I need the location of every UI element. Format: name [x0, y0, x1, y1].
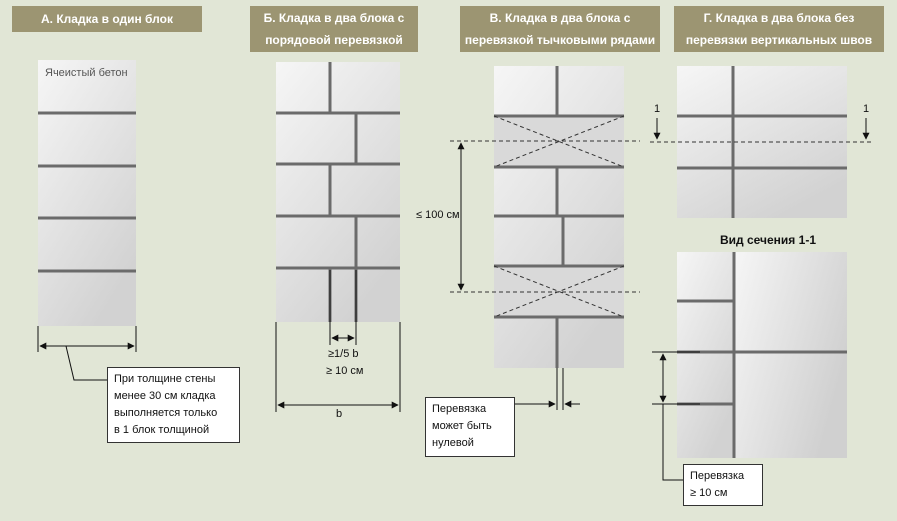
header-c: В. Кладка в два блока с перевязкой тычко…: [460, 6, 660, 52]
dim-100cm-label: ≤ 100 см: [416, 209, 460, 221]
dimension-c: [457, 142, 580, 410]
dimension-a: [37, 326, 137, 381]
dimension-b: [275, 270, 401, 412]
section-marks: [653, 118, 870, 140]
header-d-line2: перевязки вертикальных швов: [685, 33, 873, 47]
note-a: При толщине стены менее 30 см кладка вып…: [107, 367, 240, 443]
material-label: Ячеистый бетон: [45, 67, 128, 79]
dim-fifth-label: ≥1/5 b: [328, 348, 359, 360]
header-c-line1: В. Кладка в два блока с: [489, 11, 631, 25]
wall-d-upper: [650, 66, 872, 218]
header-b-line1: Б. Кладка в два блока с: [263, 11, 405, 25]
wall-c: [450, 66, 640, 368]
note-c-line: может быть: [432, 420, 492, 432]
wall-d-section: [677, 252, 847, 458]
dim-10cm-label: ≥ 10 см: [326, 365, 364, 377]
header-a: А. Кладка в один блок: [12, 6, 202, 32]
wall-b: [276, 62, 400, 322]
dim-b-label: b: [336, 408, 343, 420]
wall-a: [38, 60, 136, 326]
header-b-line2: порядовой перевязкой: [265, 33, 403, 47]
header-d: Г. Кладка в два блока без перевязки верт…: [674, 6, 884, 52]
section-title: Вид сечения 1-1: [720, 233, 816, 247]
header-d-line1: Г. Кладка в два блока без: [703, 11, 855, 25]
note-c: Перевязка может быть нулевой: [425, 397, 515, 457]
note-d-line: Перевязка: [690, 470, 745, 482]
dimension-d: [652, 351, 700, 481]
note-a-line: выполняется только: [114, 407, 218, 419]
note-a-line: в 1 блок толщиной: [114, 424, 210, 436]
note-a-line: При толщине стены: [114, 373, 216, 385]
note-a-line: менее 30 см кладка: [114, 390, 216, 402]
note-c-line: нулевой: [432, 437, 474, 449]
header-c-line2: перевязкой тычковыми рядами: [464, 33, 656, 47]
note-d: Перевязка ≥ 10 см: [683, 464, 763, 506]
section-mark-right: 1: [863, 103, 870, 115]
note-c-line: Перевязка: [432, 403, 487, 415]
header-b: Б. Кладка в два блока с порядовой перевя…: [250, 6, 418, 52]
section-mark-left: 1: [654, 103, 661, 115]
note-d-line: ≥ 10 см: [690, 487, 728, 499]
header-a-text: А. Кладка в один блок: [41, 12, 173, 26]
